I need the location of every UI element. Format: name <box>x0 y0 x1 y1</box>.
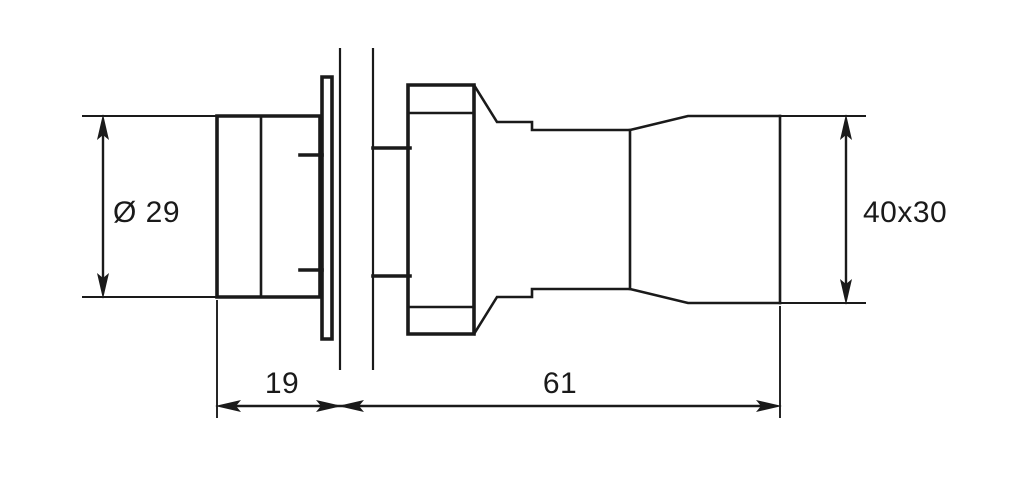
arrow-d29-top <box>97 114 109 140</box>
dim-label-diameter-left: Ø 29 <box>113 196 180 229</box>
dimension-size-right: 40x30 <box>775 114 947 305</box>
arrow-d29-bottom <box>97 273 109 299</box>
part-geometry-group <box>215 48 782 370</box>
hex-nut-outline <box>406 83 476 336</box>
arrow-4030-bottom <box>840 279 852 305</box>
arrow-4030-top <box>840 114 852 140</box>
dimension-length-front: 19 <box>215 300 342 418</box>
body-profile-lower <box>472 287 782 336</box>
arrow-61-left <box>338 400 364 412</box>
front-bushing-outline <box>215 114 322 299</box>
dimension-diameter-left: Ø 29 <box>82 114 222 299</box>
dimension-length-rear: 61 <box>338 306 782 418</box>
arrow-19-left <box>215 400 241 412</box>
arrow-19-right <box>316 400 342 412</box>
dim-label-size-right: 40x30 <box>863 196 947 229</box>
body-profile-upper <box>472 83 782 132</box>
flange-plate-outline <box>320 75 334 341</box>
dim-label-length-rear: 61 <box>543 367 577 400</box>
dim-label-length-front: 19 <box>265 367 299 400</box>
arrow-61-right <box>756 400 782 412</box>
